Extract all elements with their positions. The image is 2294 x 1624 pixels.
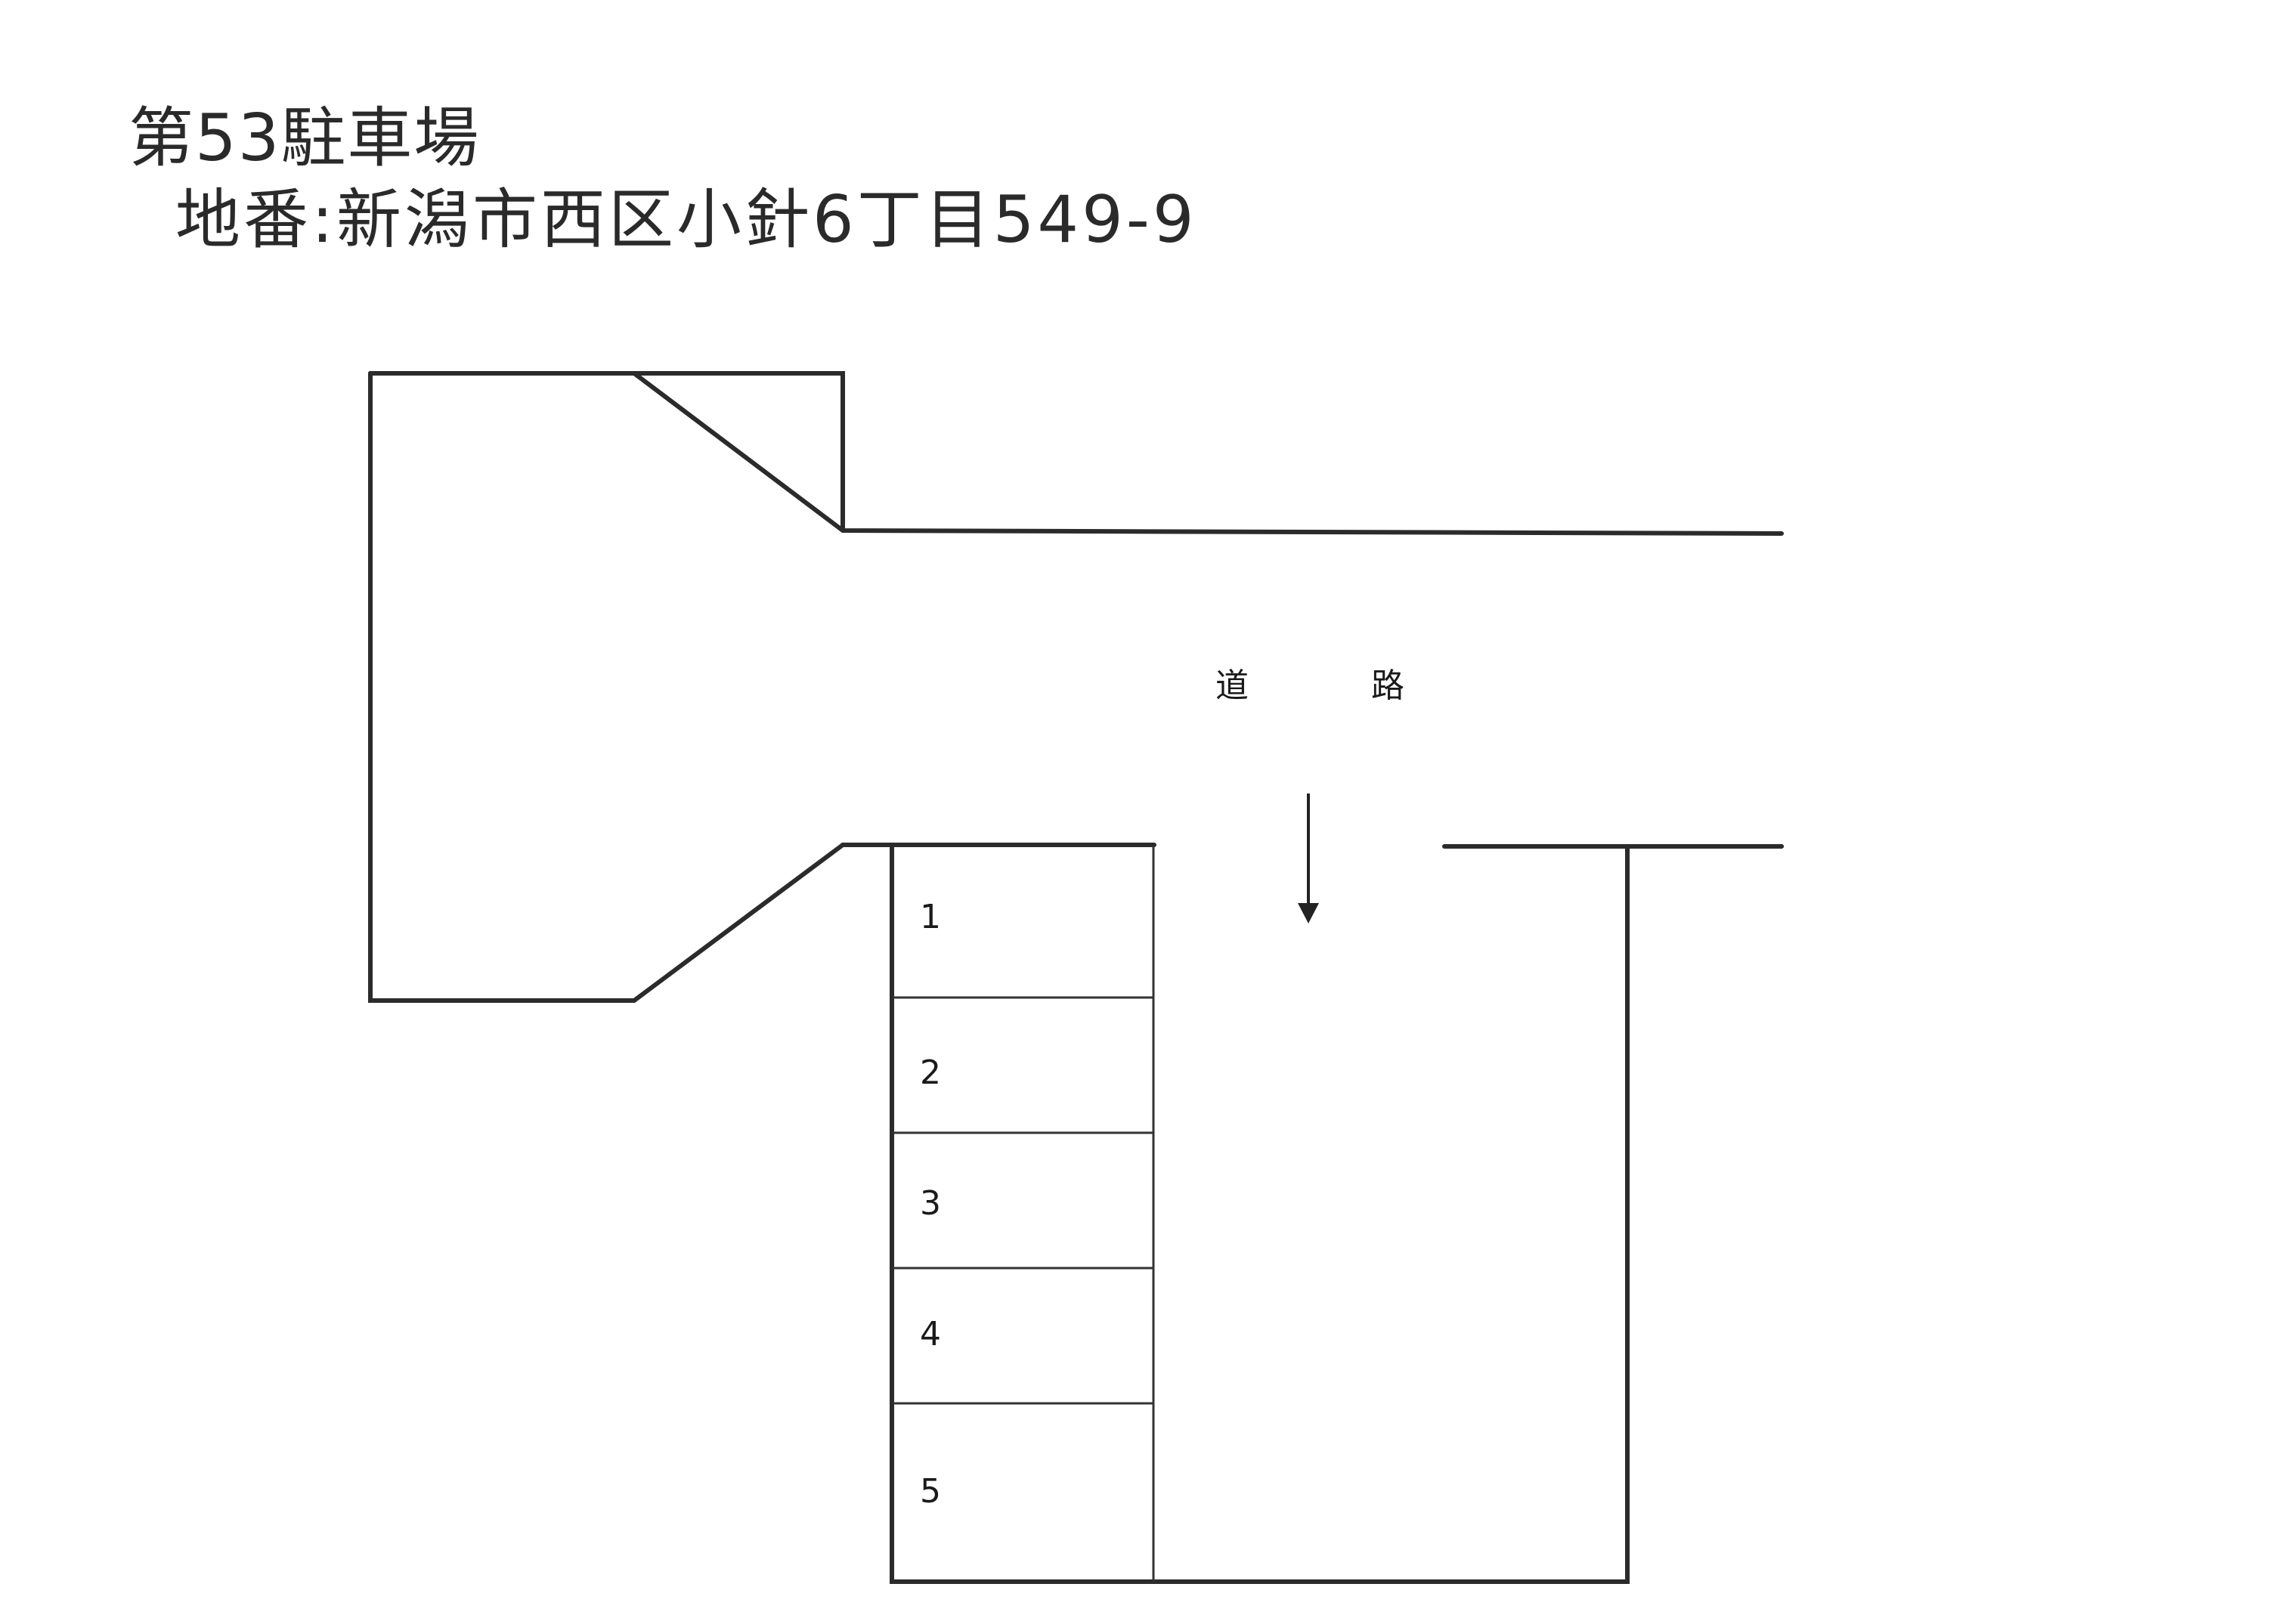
stall-number: 1 (920, 898, 941, 936)
stall-number: 2 (920, 1053, 941, 1092)
parking-stalls (892, 846, 1155, 1582)
road-outline (368, 371, 1784, 1003)
arrow-down-icon (1298, 793, 1319, 923)
stall-number: 4 (920, 1315, 941, 1353)
road-label-1: 道 (1215, 667, 1249, 705)
road-label-2: 路 (1371, 667, 1404, 705)
page-title: 第53駐車場 (128, 101, 481, 176)
stall-number: 3 (920, 1184, 941, 1223)
lot-address: 地番:新潟市西区小針6丁目549-9 (175, 182, 1197, 258)
parking-lot-outline (890, 844, 1784, 1584)
stall-number: 5 (920, 1472, 941, 1511)
